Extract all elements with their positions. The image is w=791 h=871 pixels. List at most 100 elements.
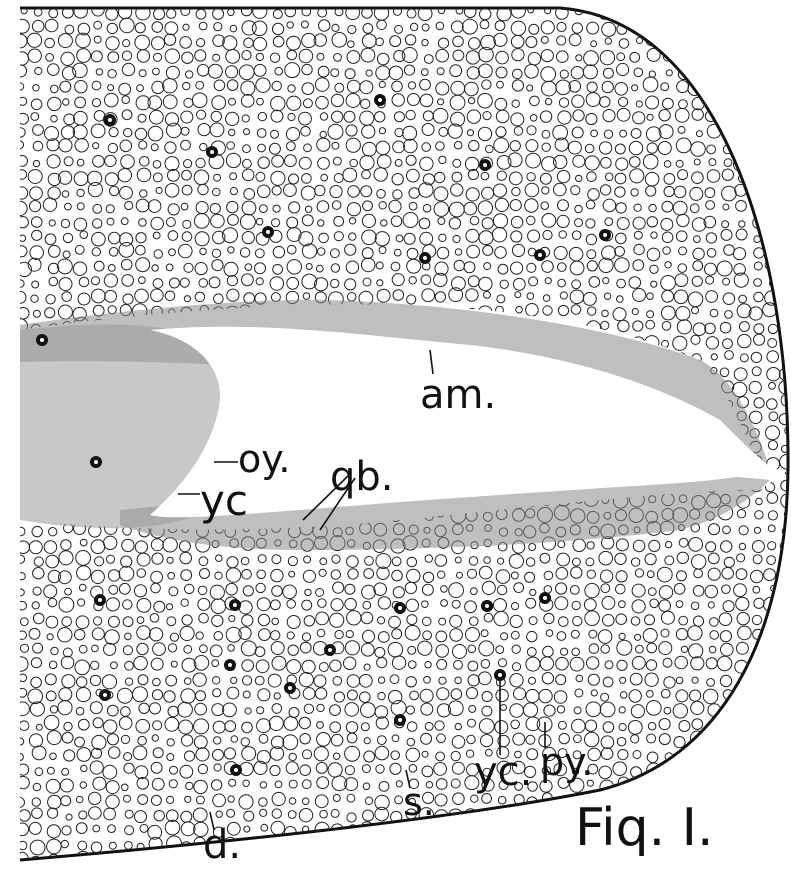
yolk-cell [390, 36, 401, 47]
yolk-cell [49, 661, 57, 669]
yolk-cell [465, 82, 479, 96]
yolk-cell [651, 281, 657, 287]
yolk-cell [720, 631, 731, 642]
yolk-cell [659, 734, 670, 745]
yolk-cell [635, 569, 643, 577]
yolk-cell [193, 808, 207, 822]
yolk-cell [76, 616, 89, 629]
yolk-cell [575, 689, 583, 697]
yolk-cell [587, 82, 597, 92]
yolk-cell [62, 617, 72, 627]
yolk-cell [720, 368, 729, 377]
yolk-cell [647, 248, 660, 261]
yolk-cell [453, 36, 464, 47]
yolk-cell [406, 748, 420, 762]
yolk-cell [650, 265, 658, 273]
yolk-cell [364, 664, 370, 670]
yolk-cell [722, 585, 731, 594]
figure-caption: Fiq. I. [575, 798, 714, 858]
yolk-cell [496, 570, 510, 584]
yolk-cell [572, 601, 580, 609]
yolk-cell [425, 555, 432, 562]
yolk-cell [662, 232, 673, 243]
yolk-cell [180, 552, 192, 564]
yolk-cell [375, 112, 385, 122]
yolk-cell [378, 597, 390, 609]
yolk-cell [197, 110, 206, 119]
yolk-cell [649, 71, 655, 77]
yolk-cell [661, 83, 669, 91]
yolk-cell [151, 762, 162, 773]
yolk-cell [154, 250, 162, 258]
yolk-cell [734, 21, 748, 35]
yolk-cell [210, 645, 222, 657]
yolk-cell [361, 612, 373, 624]
yolk-cell [604, 293, 610, 299]
yolk-cell [573, 110, 584, 121]
yolk-cell [768, 542, 776, 550]
yolk-cell [227, 809, 235, 817]
yolk-cell [674, 186, 686, 198]
yolk-cell [123, 294, 133, 304]
yolk-cell [497, 585, 506, 594]
yolk-cell [137, 599, 151, 613]
yolk-cell [710, 631, 719, 640]
yolk-cell [556, 80, 571, 95]
yolk-cell [303, 99, 312, 108]
yolk-cell [95, 557, 104, 566]
yolk-cell [736, 778, 750, 792]
yolk-cell [603, 615, 615, 627]
yolk-cell [184, 678, 191, 685]
yolk-cell [483, 245, 493, 255]
yolk-cell [272, 555, 281, 564]
yolk-cell [151, 217, 164, 230]
yolk-cell [137, 617, 144, 624]
yolk-cell [649, 204, 656, 211]
yolk-cell [149, 703, 160, 714]
yolk-cell [108, 143, 117, 152]
yolk-cell [226, 66, 238, 78]
yolk-cell [692, 37, 701, 46]
yolk-cell [80, 231, 88, 239]
yolk-cell [765, 811, 777, 823]
yolk-cell [717, 261, 732, 276]
yolk-cell [616, 614, 627, 625]
yolk-cell [751, 34, 766, 49]
yolk-cell [302, 64, 312, 74]
yolk-cell [410, 23, 417, 30]
yolk-cell [48, 245, 60, 257]
yolk-cell [165, 49, 179, 63]
yolk-cell [633, 540, 645, 552]
yolk-cell [255, 676, 264, 685]
yolk-cell [31, 113, 39, 121]
yolk-cell [605, 218, 613, 226]
yolk-cell [347, 51, 360, 64]
nucleus-center [108, 118, 112, 122]
yolk-cell [258, 555, 266, 563]
yolk-cell [124, 763, 134, 773]
yolk-cell [617, 640, 632, 655]
yolk-cell [571, 67, 583, 79]
yolk-cell [303, 840, 314, 851]
yolk-cell [153, 173, 162, 182]
yolk-cell [241, 641, 256, 656]
yolk-cell [33, 160, 39, 166]
yolk-cell [647, 571, 654, 578]
yolk-cell [544, 705, 555, 716]
yolk-cell [584, 51, 599, 66]
yolk-cell [62, 732, 73, 743]
yolk-cell [526, 598, 536, 608]
yolk-cell [317, 704, 324, 711]
yolk-cell [497, 81, 504, 88]
yolk-cell [754, 79, 765, 90]
yolk-cell [330, 705, 341, 716]
yolk-cell [689, 748, 704, 763]
yolk-cell [572, 231, 581, 240]
yolk-cell [375, 647, 385, 657]
yolk-cell [75, 81, 87, 93]
yolk-cell [740, 354, 748, 362]
yolk-cell [422, 143, 431, 152]
yolk-cell [721, 748, 731, 758]
yolk-cell [753, 767, 763, 777]
yolk-cell [139, 219, 147, 227]
